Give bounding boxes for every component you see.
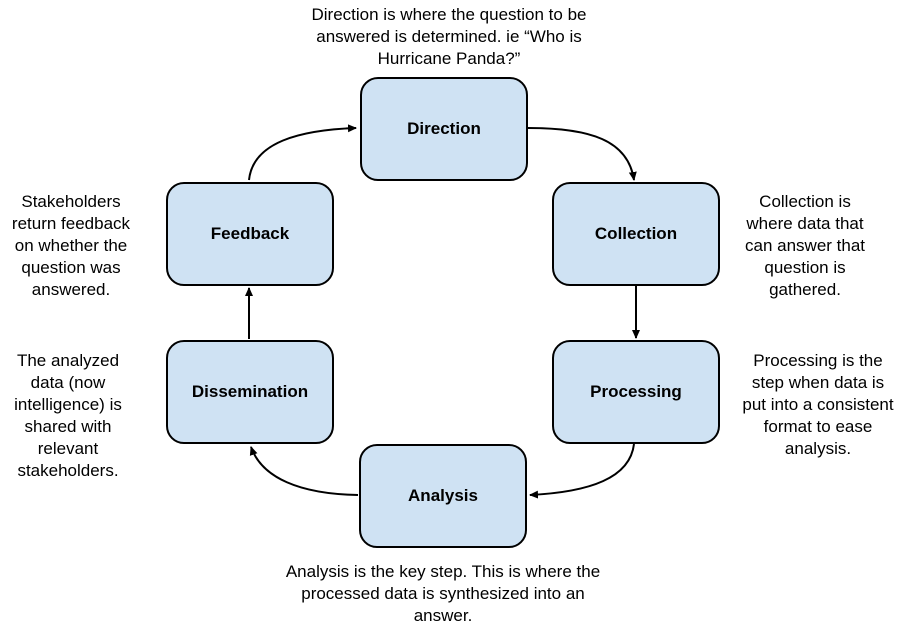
note-collection: Collection is where data that can answer…	[745, 192, 866, 299]
node-analysis-label: Analysis	[408, 486, 478, 505]
node-dissemination: Dissemination	[166, 340, 334, 444]
note-direction: Direction is where the question to be an…	[311, 5, 587, 68]
arrow-analysis-to-dissemination	[249, 446, 359, 496]
node-processing: Processing	[552, 340, 720, 444]
note-analysis: Analysis is the key step. This is where …	[285, 562, 601, 625]
arrow-processing-to-analysis	[529, 443, 635, 499]
note-feedback: Stakeholders return feedback on whether …	[11, 192, 131, 299]
note-processing: Processing is the step when data is put …	[742, 351, 894, 458]
node-feedback-label: Feedback	[210, 224, 290, 243]
node-collection-label: Collection	[594, 224, 678, 243]
node-feedback: Feedback	[166, 182, 334, 286]
node-analysis: Analysis	[359, 444, 527, 548]
node-collection: Collection	[552, 182, 720, 286]
node-dissemination-label: Dissemination	[191, 382, 309, 401]
note-dissemination: The analyzed data (now intelligence) is …	[14, 351, 122, 480]
node-direction-label: Direction	[407, 119, 481, 138]
arrow-direction-to-collection	[527, 127, 637, 181]
node-processing-label: Processing	[590, 382, 682, 401]
node-direction: Direction	[360, 77, 528, 181]
arrow-feedback-to-direction	[248, 124, 357, 181]
